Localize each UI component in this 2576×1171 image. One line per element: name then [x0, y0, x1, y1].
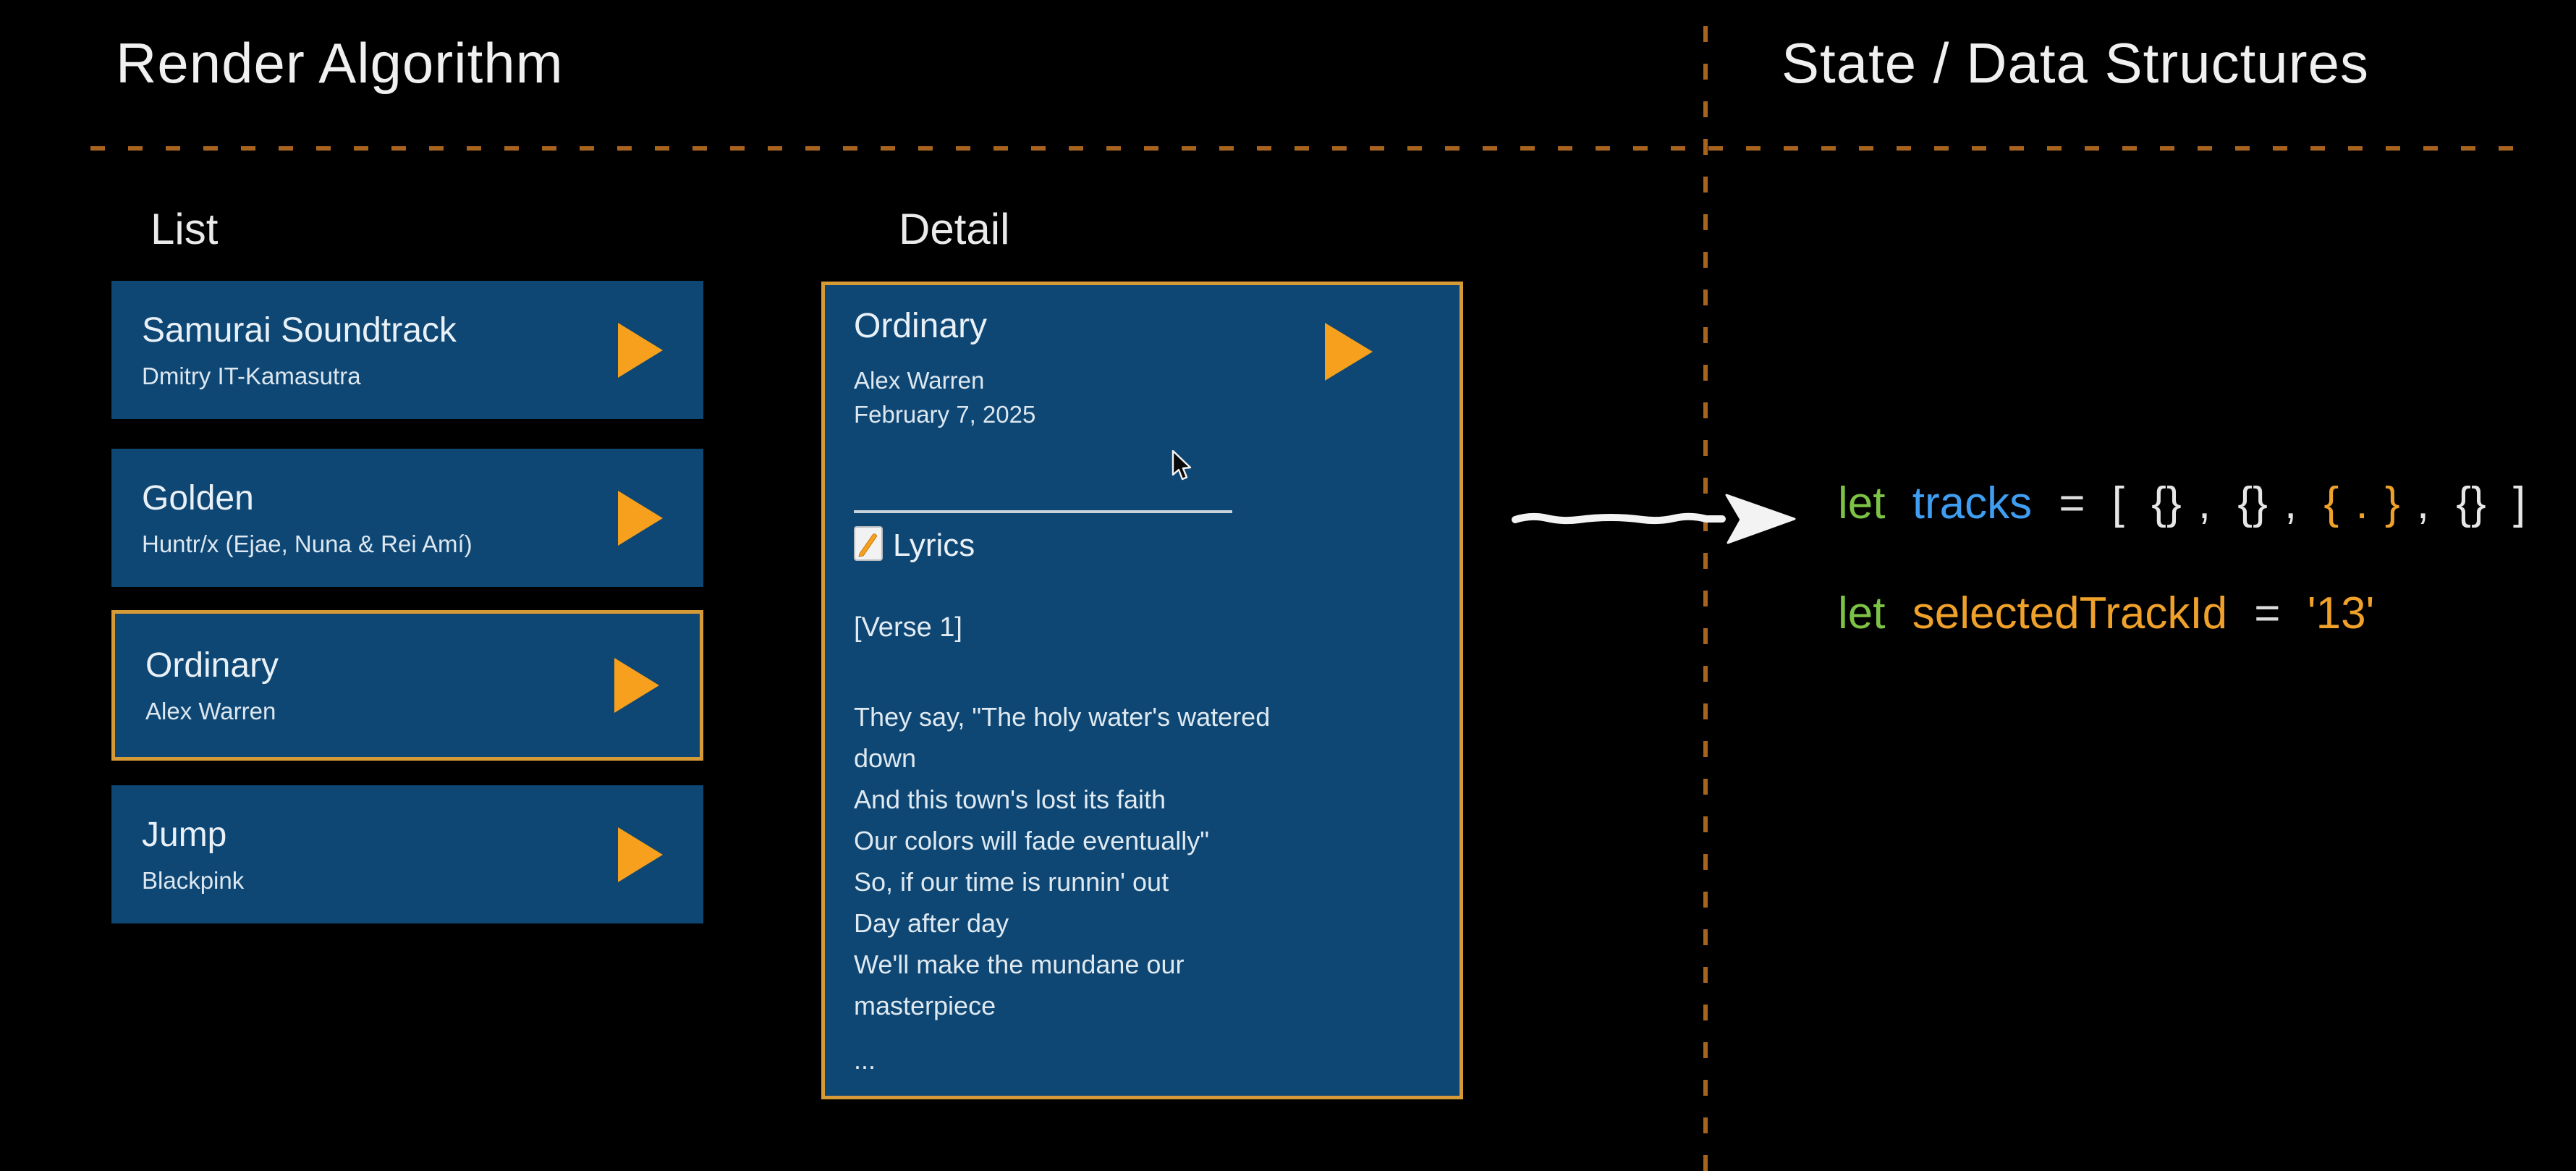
code-line-tracks: let tracks = [ {} , {} , { . } , {} ] — [1838, 478, 2525, 529]
track-title: Golden — [142, 478, 254, 517]
page-title-state-data-structures: State / Data Structures — [1781, 31, 2370, 95]
detail-divider — [854, 510, 1232, 514]
code-object: {} — [2456, 478, 2486, 528]
vertical-dashed-divider — [1703, 26, 1708, 1171]
page-title-render-algorithm: Render Algorithm — [116, 31, 564, 95]
track-card[interactable]: Golden Huntr/x (Ejae, Nuna & Rei Amí) — [111, 449, 703, 587]
code-comma: , — [2416, 478, 2430, 528]
detail-artist: Alex Warren — [854, 366, 985, 394]
code-operator: = — [2254, 588, 2281, 638]
play-icon[interactable] — [614, 658, 659, 713]
lyrics-line: They say, "The holy water's watered — [854, 701, 1271, 732]
horizontal-dashed-divider — [90, 146, 2514, 151]
track-artist: Blackpink — [142, 866, 245, 894]
play-icon[interactable] — [618, 827, 663, 882]
track-artist: Dmitry IT-Kamasutra — [142, 362, 361, 389]
play-icon[interactable] — [618, 322, 663, 378]
code-variable-tracks: tracks — [1912, 478, 2033, 528]
code-variable-selected-track-id: selectedTrackId — [1912, 588, 2228, 638]
code-comma: , — [2198, 478, 2211, 528]
lyrics-header: Lyrics — [854, 526, 1431, 565]
lyrics-line: So, if our time is runnin' out — [854, 866, 1169, 897]
memo-icon — [854, 526, 883, 565]
code-line-selected-track-id: let selectedTrackId = '13' — [1838, 588, 2374, 639]
lyrics-line: Our colors will fade eventually" — [854, 825, 1209, 855]
mouse-cursor-icon — [1171, 449, 1195, 487]
lyrics-line: masterpiece — [854, 990, 996, 1020]
lyrics-text: They say, "The holy water's watered down… — [854, 696, 1431, 1081]
lyrics-line: down — [854, 743, 917, 773]
lyrics-line: Day after day — [854, 908, 1009, 938]
lyrics-ellipsis: ... — [854, 1044, 876, 1075]
code-keyword: let — [1838, 588, 1886, 638]
code-array-close: ] — [2512, 478, 2526, 528]
code-operator: = — [2059, 478, 2085, 528]
track-artist: Alex Warren — [145, 698, 276, 724]
code-selected-object-dot: . — [2355, 478, 2368, 528]
play-icon[interactable] — [1325, 323, 1373, 381]
list-section-label: List — [151, 205, 219, 253]
code-selected-object-close: } — [2384, 478, 2400, 528]
code-keyword: let — [1838, 478, 1886, 528]
track-card[interactable]: Jump Blackpink — [111, 785, 703, 923]
detail-title: Ordinary — [854, 307, 988, 345]
lyrics-line: And this town's lost its faith — [854, 784, 1166, 814]
track-title: Jump — [142, 815, 227, 854]
detail-section-label: Detail — [899, 205, 1010, 253]
code-object: {} — [2237, 478, 2268, 528]
verse-label: [Verse 1] — [854, 612, 962, 643]
lyrics-label: Lyrics — [893, 527, 975, 563]
code-value-13: '13' — [2307, 588, 2375, 638]
track-artist: Huntr/x (Ejae, Nuna & Rei Amí) — [142, 530, 473, 557]
lyrics-line: We'll make the mundane our — [854, 949, 1185, 979]
track-title: Samurai Soundtrack — [142, 310, 457, 350]
track-card-selected[interactable]: Ordinary Alex Warren — [111, 610, 703, 761]
track-card[interactable]: Samurai Soundtrack Dmitry IT-Kamasutra — [111, 281, 703, 419]
detail-release-date: February 7, 2025 — [854, 401, 1036, 428]
play-icon[interactable] — [618, 490, 663, 546]
code-comma: , — [2284, 478, 2297, 528]
code-array-open: [ — [2111, 478, 2124, 528]
track-title: Ordinary — [145, 646, 279, 685]
flow-arrow — [1511, 486, 1800, 557]
code-selected-object-open: { — [2323, 478, 2339, 528]
code-object: {} — [2151, 478, 2182, 528]
detail-card: Ordinary Alex Warren February 7, 2025 Ly… — [821, 282, 1463, 1099]
